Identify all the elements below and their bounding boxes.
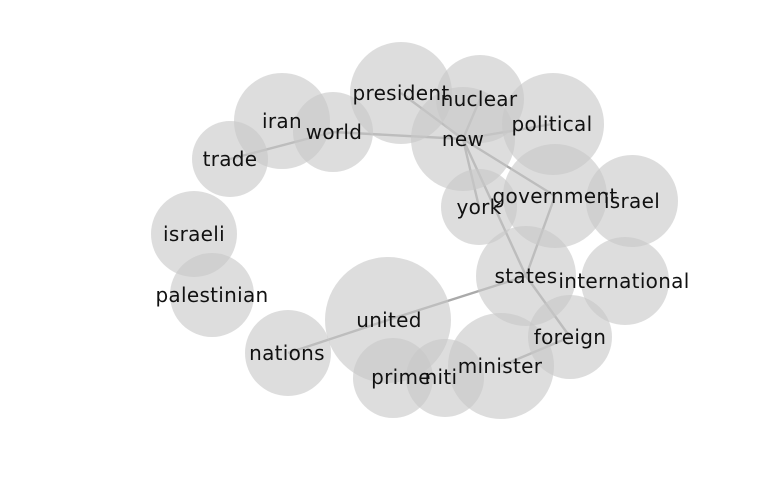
node-label-israel: israel [604, 189, 660, 213]
node-bubble-new [411, 87, 515, 191]
node-label-foreign: foreign [534, 325, 606, 349]
node-bubble-nations [245, 310, 331, 396]
node-label-israeli: israeli [163, 222, 225, 246]
node-label-minister: minister [458, 354, 543, 378]
node-label-iran: iran [262, 109, 302, 133]
node-bubble-government [503, 144, 607, 248]
node-bubble-israel [586, 155, 678, 247]
node-label-trade: trade [203, 147, 258, 171]
node-bubble-international [581, 237, 669, 325]
node-label-president: president [353, 81, 450, 105]
node-bubble-palestinian [170, 253, 254, 337]
node-label-york: york [456, 195, 501, 219]
node-label-united: united [356, 308, 422, 332]
node-label-political: political [512, 112, 593, 136]
node-label-nations: nations [249, 341, 325, 365]
node-bubble-political [502, 73, 604, 175]
node-label-states: states [495, 264, 558, 288]
node-bubble-york [441, 169, 517, 245]
node-label-government: government [493, 184, 618, 208]
node-label-prime: prime [371, 365, 431, 389]
node-bubble-minister2 [406, 339, 484, 417]
node-label-new: new [442, 127, 484, 151]
node-label-international: international [558, 269, 689, 293]
node-bubble-world [293, 92, 373, 172]
node-label-palestinian: palestinian [155, 283, 268, 307]
node-bubble-trade [192, 121, 268, 197]
node-label-minister2: niti [425, 365, 458, 389]
node-label-nuclear: nuclear [441, 87, 518, 111]
bubbles-layer [151, 42, 678, 419]
node-label-world: world [306, 120, 363, 144]
